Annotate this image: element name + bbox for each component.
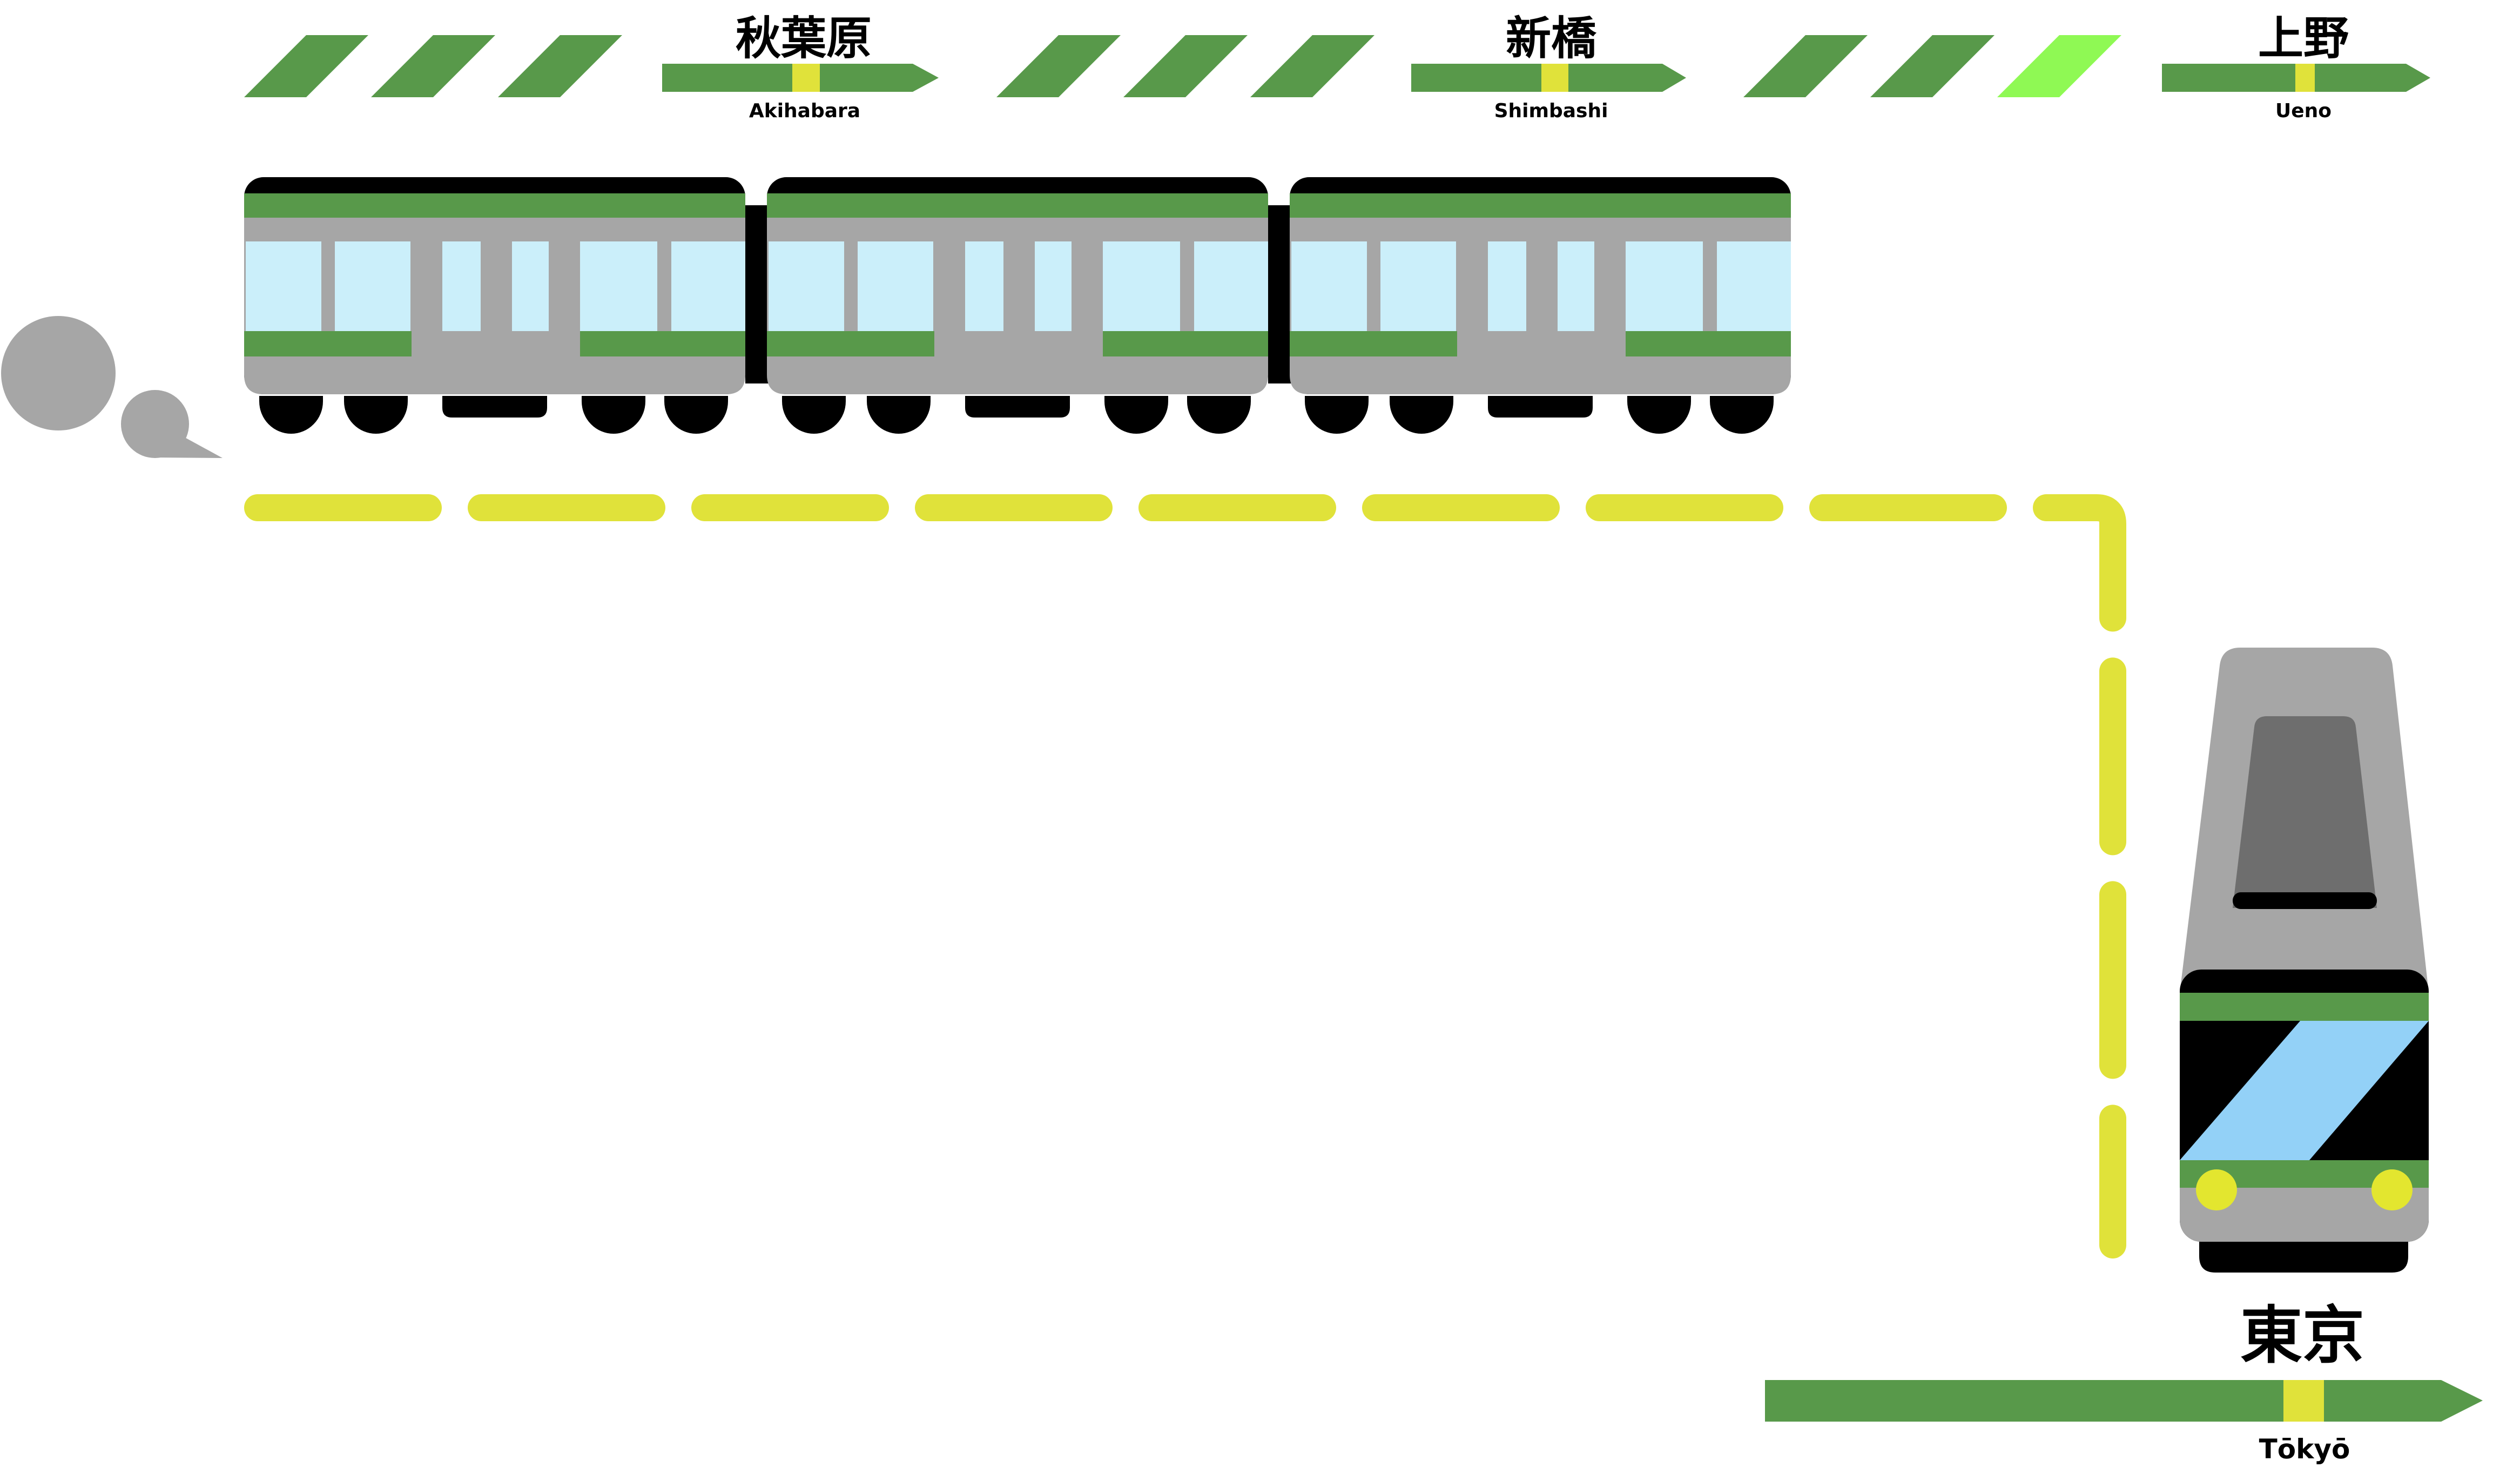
station-romaji: Shimbashi <box>1494 100 1608 122</box>
route-dashes-icon <box>244 494 2126 1258</box>
station-marker-tokyo: 東京 Tōkyō <box>1765 1300 2483 1465</box>
station-kanji: 秋葉原 <box>736 12 872 65</box>
train-roof-window-sill <box>2233 892 2377 909</box>
train-base <box>2199 1242 2408 1273</box>
car-coupling <box>745 205 769 383</box>
chevron-icon <box>1743 35 1868 97</box>
station-romaji: Ueno <box>2275 100 2332 122</box>
steam-puff-tail <box>153 436 223 458</box>
train-roof-window <box>2233 716 2377 908</box>
station-marker-akihabara: 秋葉原 Akihabara <box>662 12 939 122</box>
station-tick <box>2283 1380 2324 1422</box>
speed-chevrons-group-2 <box>996 35 1374 97</box>
windshield-glare <box>2180 1021 2429 1160</box>
station-arrow-icon <box>1765 1380 2483 1422</box>
chevron-icon <box>1870 35 1995 97</box>
train-stripe-top <box>2180 993 2429 1021</box>
station-marker-ueno: 上野 Ueno <box>2162 12 2430 122</box>
station-romaji: Akihabara <box>749 100 860 122</box>
speed-chevrons-group-3 <box>1743 35 2121 97</box>
station-kanji: 上野 <box>2258 12 2349 65</box>
chevron-icon <box>1123 35 1248 97</box>
train-front-icon <box>2180 648 2429 1273</box>
headlight-icon <box>2196 1169 2237 1210</box>
steam-puffs-icon <box>1 316 223 458</box>
station-tick <box>792 64 820 92</box>
train-side-icon <box>244 177 1791 434</box>
chevron-icon-highlight <box>1997 35 2121 97</box>
car-coupling <box>1268 205 1292 383</box>
station-marker-shimbashi: 新橋 Shimbashi <box>1411 12 1686 122</box>
station-tick <box>1541 64 1568 92</box>
station-tick <box>2295 64 2315 92</box>
headlight-icon <box>2371 1169 2413 1210</box>
chevron-icon <box>1250 35 1374 97</box>
steam-puff-large <box>1 316 116 430</box>
station-romaji: Tōkyō <box>2259 1433 2350 1465</box>
chevron-icon <box>498 35 622 97</box>
steam-puff-small <box>121 390 189 458</box>
chevron-icon <box>996 35 1121 97</box>
train-car <box>1290 177 1791 434</box>
speed-chevrons-group-1 <box>244 35 622 97</box>
chevron-icon <box>371 35 495 97</box>
train-car <box>767 177 1268 434</box>
train-car <box>244 177 745 434</box>
chevron-icon <box>244 35 368 97</box>
station-kanji: 新橋 <box>1506 12 1597 65</box>
station-kanji: 東京 <box>2240 1300 2364 1372</box>
